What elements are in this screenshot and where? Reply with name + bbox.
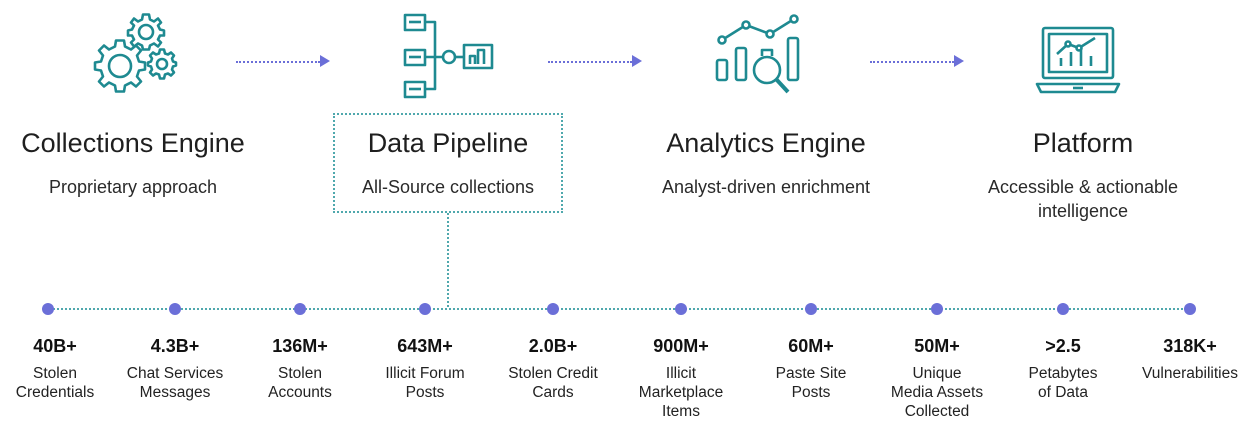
- timeline-dot: [547, 303, 559, 315]
- stat-label: Unique Media Assets Collected: [890, 365, 984, 420]
- stat-marketplace-items: 900M+ Illicit Marketplace Items: [616, 335, 746, 421]
- stat-label: Illicit Forum Posts: [385, 365, 465, 401]
- pipeline-connector: [447, 213, 449, 307]
- stage-subtitle-analytics: Analyst-driven enrichment: [661, 177, 871, 197]
- timeline-dot: [1184, 303, 1196, 315]
- gears-icon: [93, 13, 178, 93]
- stat-value: 136M+: [272, 336, 328, 356]
- analytics-magnifier-icon: [715, 14, 800, 94]
- stat-label: Stolen Credit Cards: [508, 365, 598, 401]
- stat-chat-messages: 4.3B+ Chat Services Messages: [110, 335, 240, 402]
- stat-value: 40B+: [33, 336, 77, 356]
- timeline-dot: [294, 303, 306, 315]
- stat-value: >2.5: [1045, 336, 1081, 356]
- stat-petabytes: >2.5 Petabytes of Data: [998, 335, 1128, 402]
- timeline-dot: [1057, 303, 1069, 315]
- stage-subtitle-collections: Proprietary approach: [48, 177, 218, 197]
- data-pipeline-highlight: [333, 113, 563, 213]
- timeline-dot: [419, 303, 431, 315]
- stat-credit-cards: 2.0B+ Stolen Credit Cards: [488, 335, 618, 402]
- stat-value: 50M+: [914, 336, 960, 356]
- stat-forum-posts: 643M+ Illicit Forum Posts: [360, 335, 490, 402]
- flow-arrow: [870, 55, 965, 67]
- stat-label: Stolen Credentials: [15, 365, 95, 401]
- flow-arrow: [236, 55, 331, 67]
- stage-subtitle-platform: Accessible & actionable intelligence: [987, 177, 1179, 221]
- stage-title-platform: Platform: [1032, 128, 1134, 158]
- stat-label: Vulnerabilities: [1142, 365, 1238, 382]
- stat-value: 643M+: [397, 336, 453, 356]
- stat-stolen-credentials: 40B+ Stolen Credentials: [0, 335, 120, 402]
- stat-value: 2.0B+: [528, 336, 578, 356]
- timeline-dot: [42, 303, 54, 315]
- laptop-chart-icon: [1035, 26, 1121, 94]
- stat-value: 4.3B+: [150, 336, 200, 356]
- stat-label: Stolen Accounts: [268, 365, 332, 401]
- stat-label: Illicit Marketplace Items: [638, 365, 724, 420]
- stat-value: 60M+: [788, 336, 834, 356]
- stat-value: 318K+: [1163, 336, 1217, 356]
- stat-label: Paste Site Posts: [775, 365, 847, 401]
- stage-title-collections: Collections Engine: [21, 128, 245, 158]
- timeline-line: [48, 308, 1191, 310]
- stat-value: 900M+: [653, 336, 709, 356]
- timeline-dot: [169, 303, 181, 315]
- pipeline-icon: [403, 13, 494, 99]
- stat-label: Petabytes of Data: [1028, 365, 1098, 401]
- timeline-dot: [675, 303, 687, 315]
- timeline-dot: [931, 303, 943, 315]
- stat-label: Chat Services Messages: [126, 365, 224, 401]
- stage-title-analytics: Analytics Engine: [666, 128, 866, 158]
- stat-stolen-accounts: 136M+ Stolen Accounts: [235, 335, 365, 402]
- stat-media-assets: 50M+ Unique Media Assets Collected: [872, 335, 1002, 421]
- stage-title-pipeline: Data Pipeline: [367, 128, 529, 158]
- stat-vulnerabilities: 318K+ Vulnerabilities: [1125, 335, 1253, 383]
- stat-paste-posts: 60M+ Paste Site Posts: [746, 335, 876, 402]
- flow-arrow: [548, 55, 643, 67]
- stage-subtitle-pipeline: All-Source collections: [361, 177, 535, 197]
- timeline-dot: [805, 303, 817, 315]
